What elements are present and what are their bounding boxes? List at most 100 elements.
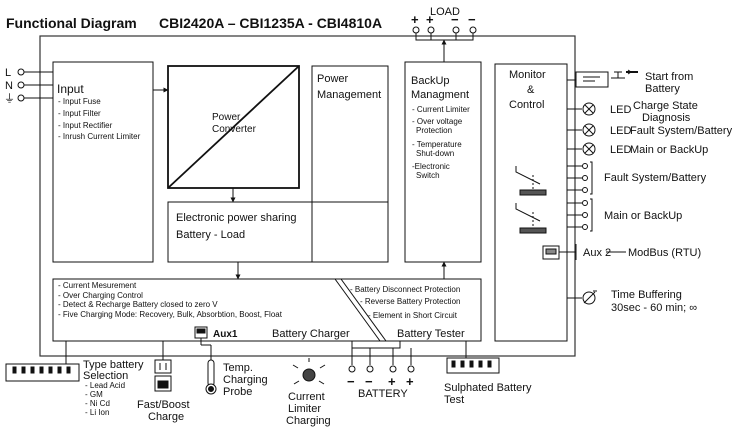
temp-probe-label: Temp. — [223, 362, 253, 374]
fast-boost-jumper-icon — [154, 341, 172, 392]
input-title: Input — [57, 82, 84, 96]
aux1-label: Aux1 — [213, 329, 238, 340]
load-label: LOAD — [430, 6, 460, 18]
battery-terminals — [348, 341, 415, 373]
input-item: - Input Filter — [58, 109, 101, 118]
temp-probe-label: Probe — [223, 386, 252, 398]
power-management-label: Management — [317, 89, 381, 101]
mains-input — [17, 68, 53, 102]
converter-diagonal — [167, 65, 300, 189]
relay-fault-label: Fault System/Battery — [604, 172, 707, 184]
sulphated-test-switch-icon — [446, 341, 500, 374]
relay-main-backup-icon — [515, 198, 593, 234]
aux2-connector-icon — [542, 244, 626, 260]
battery-terminal-plus-1: + — [388, 374, 396, 389]
time-buffering-label: 30sec - 60 min; ∞ — [611, 302, 697, 314]
charger-item: - Detect & Recharge Battery closed to ze… — [58, 300, 218, 309]
tester-item: - Reverse Battery Protection — [360, 297, 460, 306]
led-prefix-label: LED — [610, 144, 631, 156]
led-prefix-label: LED — [610, 125, 631, 137]
charger-tester-block — [52, 278, 482, 342]
diagram-title: Functional Diagram — [6, 15, 137, 31]
power-sharing-block — [167, 201, 389, 263]
battery-terminal-plus-2: + — [406, 374, 414, 389]
led-fault-icon — [567, 123, 596, 137]
model-numbers: CBI2420A – CBI1235A - CBI4810A — [159, 15, 382, 31]
input-block — [52, 61, 154, 263]
sulphated-label: Test — [444, 394, 464, 406]
power-converter-label: Converter — [212, 124, 257, 135]
aux1-connector-icon — [194, 326, 212, 360]
charger-item: - Five Charging Mode: Recovery, Bulk, Ab… — [58, 310, 283, 319]
current-limiter-label: Limiter — [288, 403, 321, 415]
battery-terminal-minus-2: − — [365, 374, 373, 389]
led-fault-label: Fault System/Battery — [630, 125, 733, 137]
current-limiter-knob-icon — [292, 358, 326, 385]
charger-tester-divider — [340, 278, 387, 342]
led-charge-state-label: Diagnosis — [642, 112, 691, 124]
backup-item: Switch — [416, 171, 440, 180]
mains-terminal-earth: ⏚ — [4, 92, 15, 105]
input-item: - Inrush Current Limiter — [58, 132, 141, 141]
temp-probe-label: Charging — [223, 374, 268, 386]
led-charge-state-label: Charge State — [633, 100, 698, 112]
aux2-label: Aux 2 — [583, 247, 611, 259]
backup-item: - Over voltage — [412, 117, 463, 126]
power-management-label: Power — [317, 73, 349, 85]
charger-item: - Current Mesurement — [58, 281, 137, 290]
monitor-label: Control — [509, 99, 544, 111]
dip-switch-icon — [5, 341, 80, 382]
type-battery-option: - Lead Acid — [85, 381, 125, 390]
charger-item: - Over Charging Control — [58, 291, 143, 300]
temperature-probe-icon — [205, 359, 217, 395]
input-item: - Input Rectifier — [58, 121, 113, 130]
time-buffering-potentiometer-icon — [567, 290, 597, 305]
start-from-battery-label: Start from — [645, 71, 693, 83]
backup-item: Protection — [416, 126, 452, 135]
type-battery-option: - Li Ion — [85, 408, 109, 417]
charger-tester-divider — [334, 278, 381, 342]
load-terminal-plus-2: + — [426, 12, 434, 27]
led-main-backup-label: Main or BackUp — [630, 144, 708, 156]
battery-tester-label: Battery Tester — [397, 328, 465, 340]
backup-item: -Electronic — [412, 162, 450, 171]
load-terminals — [412, 26, 477, 62]
type-battery-option: - Ni Cd — [85, 399, 110, 408]
load-terminal-minus-1: − — [451, 12, 459, 27]
power-sharing-label: Battery - Load — [176, 229, 245, 241]
battery-charger-label: Battery Charger — [272, 328, 350, 340]
type-battery-title: Selection — [83, 370, 128, 382]
start-from-battery-button-icon — [567, 69, 638, 88]
type-battery-title: Type battery — [83, 359, 144, 371]
backup-title: BackUp — [411, 75, 450, 87]
relay-fault-icon — [515, 161, 593, 196]
current-limiter-label: Current — [288, 391, 325, 403]
input-item: - Input Fuse — [58, 97, 101, 106]
power-sharing-label: Electronic power sharing — [176, 212, 296, 224]
led-charge-state-icon — [567, 102, 596, 116]
power-converter-label: Power — [212, 112, 241, 123]
type-battery-option: - GM — [85, 390, 103, 399]
current-limiter-label: Charging — [286, 415, 331, 427]
led-prefix-label: LED — [610, 104, 631, 116]
monitor-label: Monitor — [509, 69, 546, 81]
mains-terminal-n: N — [5, 80, 13, 92]
tester-item: - Element in Short Circuit — [368, 311, 458, 320]
sulphated-label: Sulphated Battery — [444, 382, 532, 394]
battery-terminal-minus-1: − — [347, 374, 355, 389]
fast-boost-label: Fast/Boost — [137, 399, 190, 411]
load-terminal-minus-2: − — [468, 12, 476, 27]
monitor-label: & — [527, 84, 535, 96]
time-buffering-label: Time Buffering — [611, 289, 682, 301]
device-enclosure — [39, 35, 576, 357]
mains-terminal-l: L — [5, 67, 11, 79]
relay-main-backup-label: Main or BackUp — [604, 210, 682, 222]
battery-label: BATTERY — [358, 388, 408, 400]
start-from-battery-label: Battery — [645, 83, 680, 95]
backup-item: - Temperature — [412, 140, 462, 149]
backup-title: Managment — [411, 89, 469, 101]
tester-item: - Battery Disconnect Protection — [350, 285, 460, 294]
backup-item: Shut-down — [416, 149, 454, 158]
fast-boost-label: Charge — [148, 411, 184, 423]
